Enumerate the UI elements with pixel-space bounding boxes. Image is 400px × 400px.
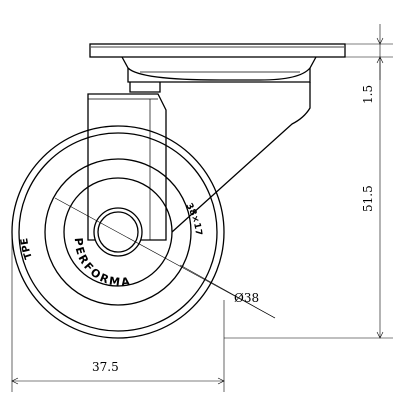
total-height-label: 51.5 (361, 185, 375, 212)
plate-height-label: 1.5 (361, 85, 375, 104)
wheel-diameter-label: Ø38 (234, 291, 259, 305)
material-text: TPE (19, 237, 35, 260)
height-dimensions (224, 24, 393, 339)
wheel (11, 125, 225, 339)
top-plate (89, 43, 346, 58)
hub (93, 207, 143, 257)
width-label: 37.5 (92, 360, 119, 374)
diameter-leader (54, 197, 276, 319)
swivel-housing (121, 56, 317, 83)
width-dimension (11, 232, 225, 392)
